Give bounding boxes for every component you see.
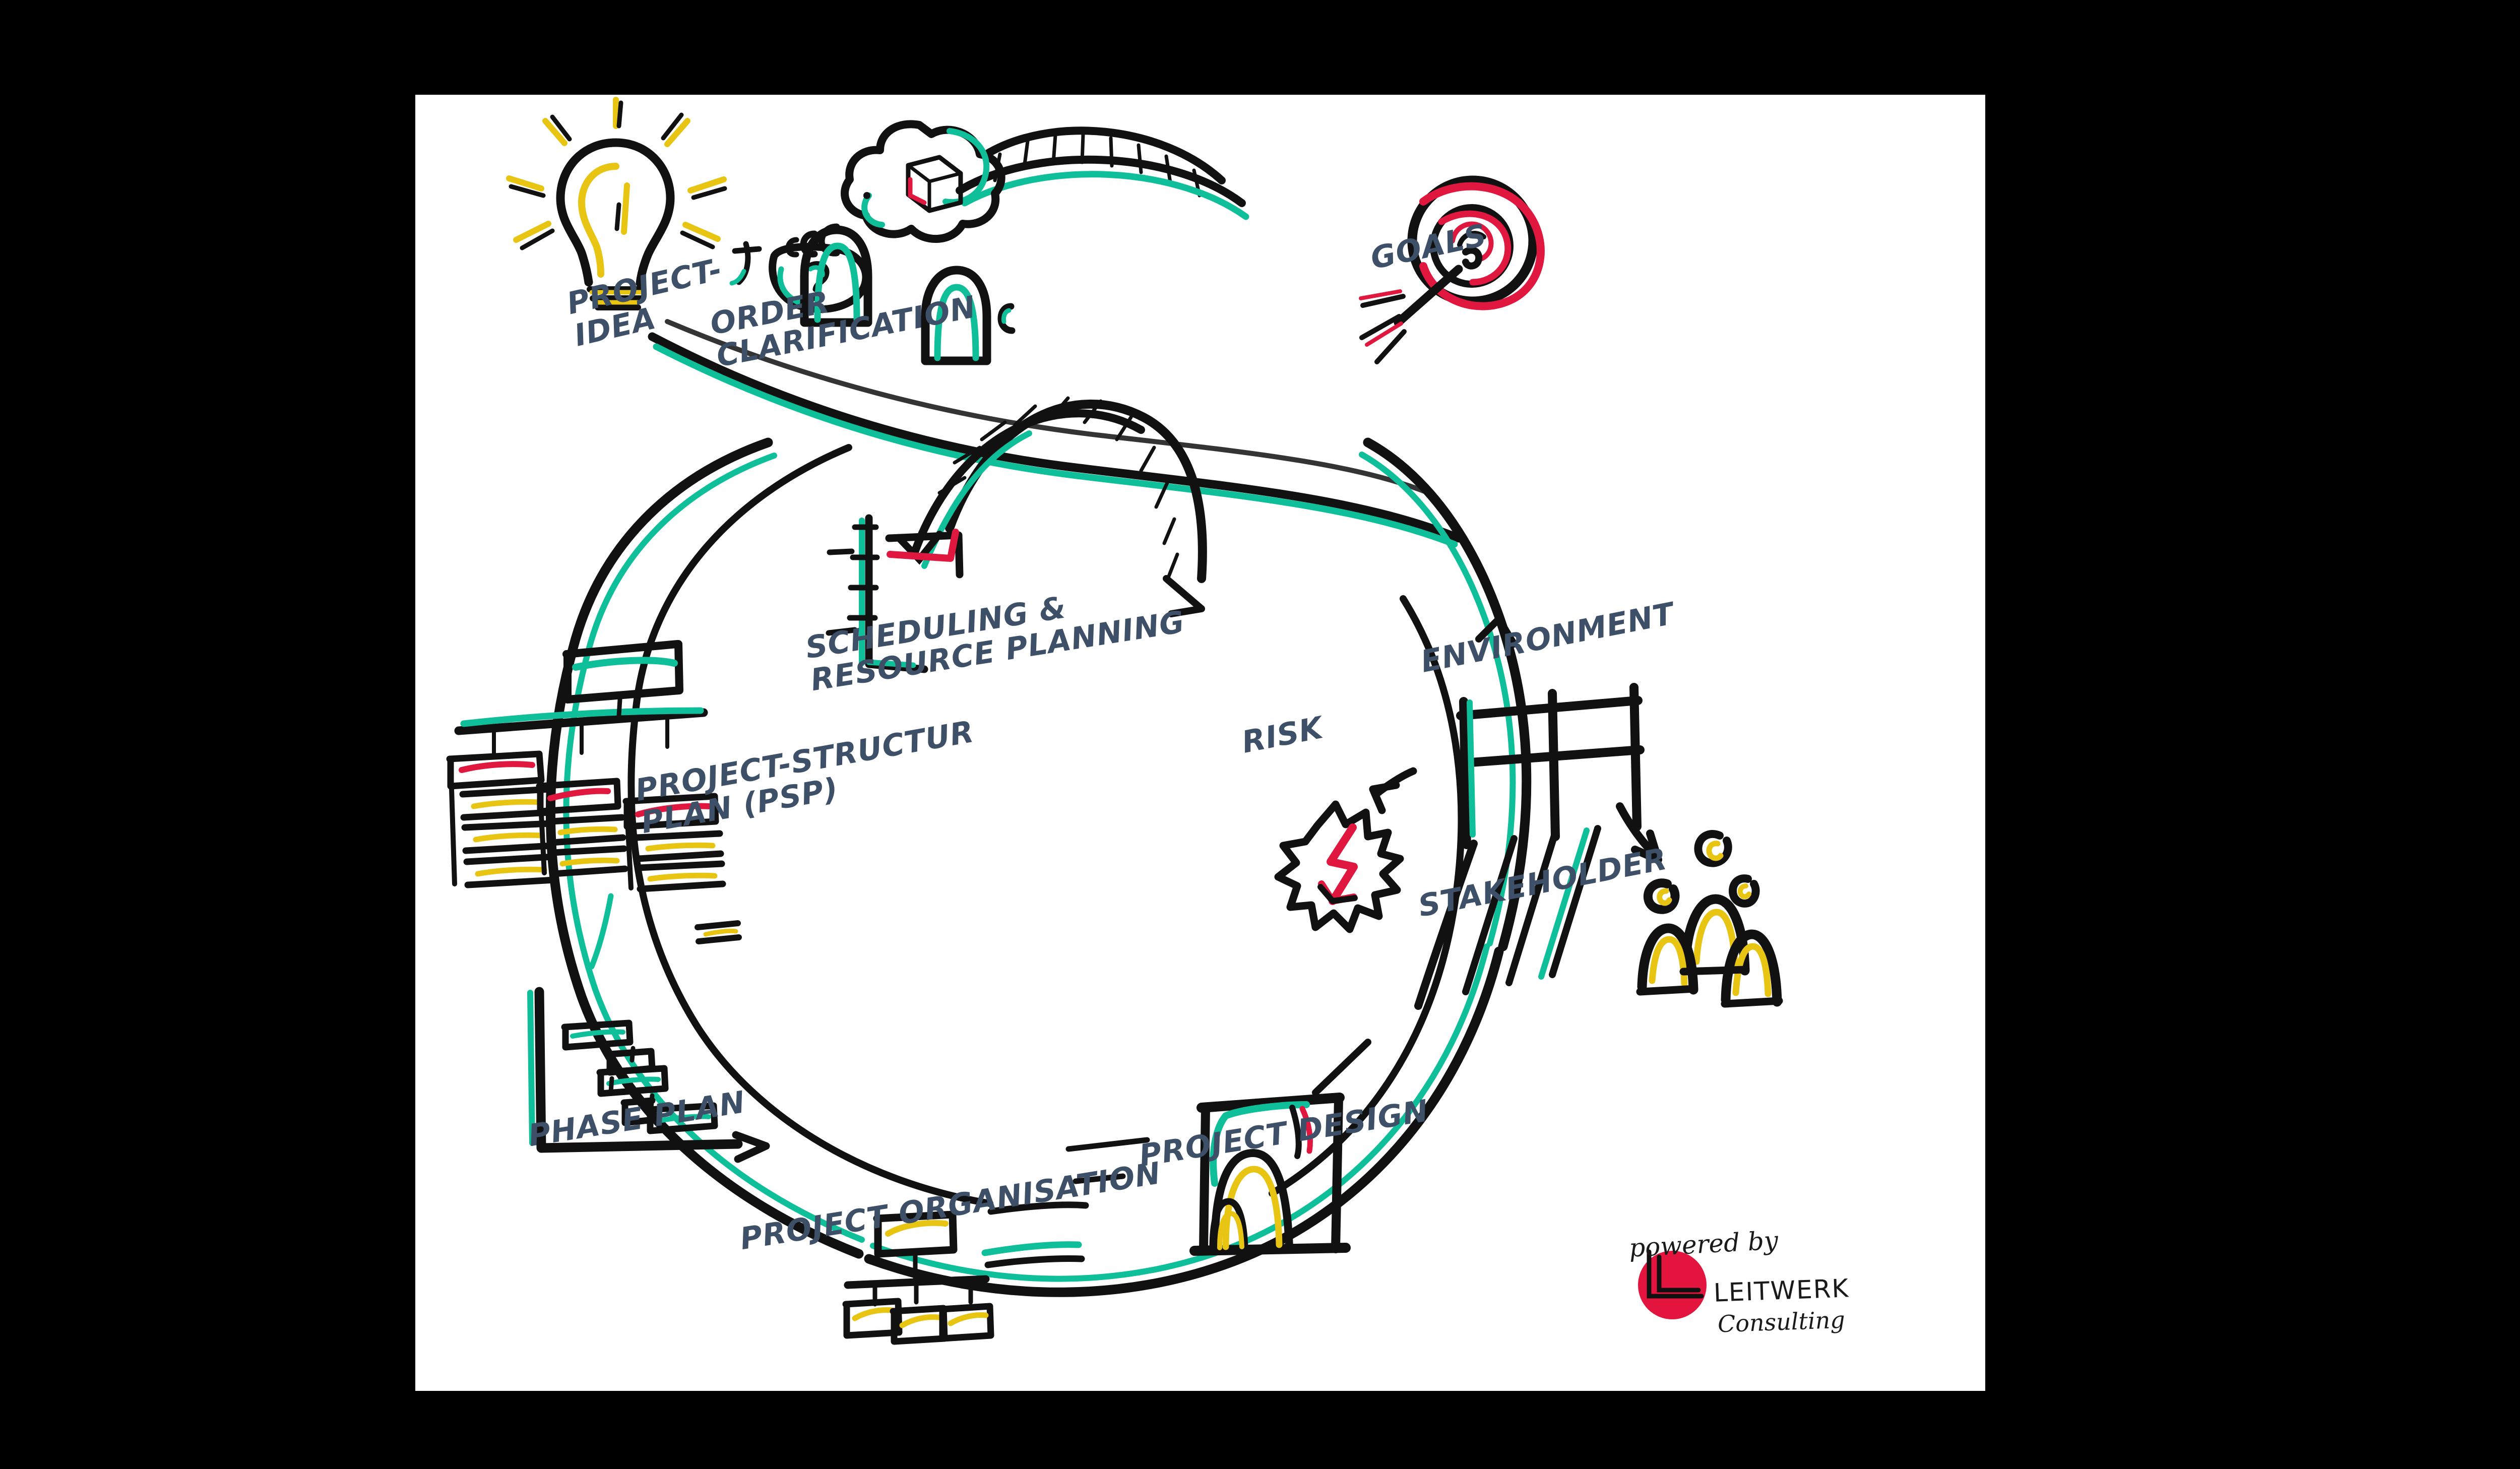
powered-by-block: powered by LEITWERK Consulting (1619, 1226, 1901, 1376)
arch-gates (800, 225, 1016, 365)
diagram-artwork: .ink{fill:none;stroke:#111;stroke-lineca… (446, 97, 1783, 1345)
leitwerk-logo-mark (1638, 1249, 1707, 1319)
lightbulb-icon (506, 97, 727, 310)
window-grid-icon (1414, 683, 1645, 1010)
brand-subtitle: Consulting (1717, 1306, 1846, 1338)
three-people-icon (1616, 802, 1783, 1008)
bridge-arc-mid (910, 396, 1207, 617)
tree-breakdown-icon (446, 640, 742, 970)
archway-icon (1065, 1039, 1371, 1256)
brand-name: LEITWERK (1713, 1273, 1850, 1308)
lightning-burst-icon (1274, 767, 1417, 933)
target-bullseye-icon (1359, 175, 1545, 364)
org-chart-icon (842, 1201, 1089, 1345)
powered-by-text: powered by (1628, 1226, 1779, 1263)
timeline-bar-icon (826, 192, 964, 673)
sketchnote-canvas: .ink{fill:none;stroke:#111;stroke-lineca… (415, 95, 1985, 1391)
gantt-chart-icon (527, 987, 770, 1163)
